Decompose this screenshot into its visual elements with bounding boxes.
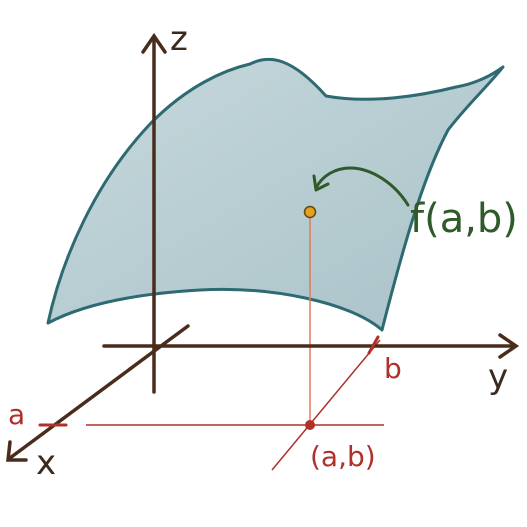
line-y-equals-b bbox=[271, 339, 381, 471]
b-label: b bbox=[384, 352, 402, 385]
y-arrowhead bbox=[498, 333, 520, 359]
z-arrowhead bbox=[141, 32, 167, 54]
a-label: a bbox=[8, 398, 25, 431]
x-arrowhead bbox=[6, 440, 28, 462]
annotation-arrowhead bbox=[312, 174, 330, 192]
axes bbox=[6, 32, 520, 462]
x-axis-label: x bbox=[36, 443, 56, 483]
annotation-arrow bbox=[314, 166, 410, 207]
surface-patch bbox=[46, 57, 505, 332]
point-ab-label: (a,b) bbox=[310, 440, 376, 473]
x-axis bbox=[8, 324, 190, 460]
y-axis-label: y bbox=[488, 357, 508, 397]
function-value-label: f(a,b) bbox=[410, 196, 518, 242]
z-axis-label: z bbox=[170, 19, 188, 59]
surface-point bbox=[303, 205, 317, 219]
point-ab bbox=[305, 420, 315, 430]
b-tick bbox=[367, 335, 380, 355]
